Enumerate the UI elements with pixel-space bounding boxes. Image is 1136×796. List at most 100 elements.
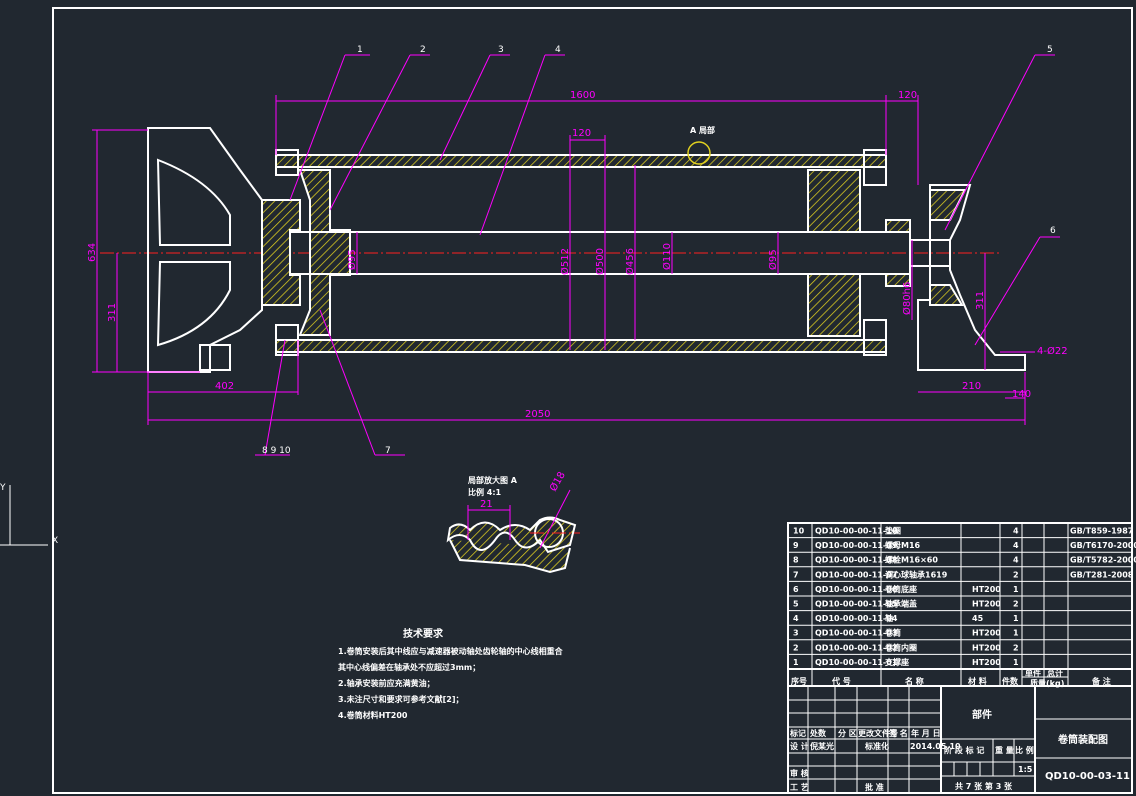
dim-2050: 2050 [525,409,550,420]
ucs-x-label: X [52,536,58,546]
bom-code: QD10-00-00-11-01 [815,658,898,667]
detail-a-marker-circle [687,141,711,165]
h-zone: 分 区 [838,728,857,738]
dim-634: 634 [87,243,98,262]
detail-a-marker-label: A 局部 [690,125,715,135]
bom-material: HT200 [972,629,1001,638]
tech-line-5: 4.卷筒材料HT200 [338,710,408,720]
tech-line-3: 2.轴承安装前应充满黄油； [338,678,435,689]
bom-code: QD10-00-00-11-02 [815,643,897,652]
bom-qty: 2 [1013,643,1019,652]
bom-material: HT200 [972,643,1001,652]
bom-name: 轴 [885,613,893,623]
title-weight-label: 重 量 [995,745,1014,755]
bom-no: 7 [793,570,799,579]
dim-1600: 1600 [570,90,595,101]
dimension-lines [92,54,1060,456]
bom-code: QD10-00-00-11-06 [815,585,898,594]
bom-name: 卷筒 [884,628,901,638]
bom-no: 5 [793,600,799,609]
left-support-part-1 [147,127,263,373]
bom-no: 8 [793,556,799,565]
bom-code: QD10-00-00-11-09 [815,541,898,550]
ucs-y-label: Y [0,483,6,493]
bom-qty: 1 [1013,614,1019,623]
design-date: 2014.05.10 [910,742,961,751]
bom-header-note: 备 注 [1091,676,1111,686]
dim-512: Ø512 [559,248,571,275]
bom-no: 4 [793,614,799,623]
bom-qty: 1 [1013,658,1019,667]
bom-header-total: 总计 [1047,668,1063,678]
part-label-6: 6 [1050,226,1056,236]
right-bearing [885,219,911,287]
approve-label: 批 准 [865,782,884,792]
right-drum-inner-ring [807,169,861,337]
drawing-border [52,7,1133,794]
ucs-icon: Y X [0,483,58,546]
h-sign: 签 名 [888,728,908,738]
review-label: 审 核 [790,768,809,778]
part-label-5: 5 [1047,45,1053,55]
bom-material: 45 [972,614,984,623]
bom-std: GB/T6170-2000 [1070,541,1136,550]
title-stage-label: 阶 段 标 记 [944,745,984,755]
detail-dim-18: Ø18 [547,470,568,494]
bom-header-code: 代 号 [831,676,851,686]
h-doc: 更改文件号 [858,728,898,738]
bom-qty: 1 [1013,629,1019,638]
bom-qty: 1 [1013,585,1019,594]
dim-210: 210 [962,381,981,392]
bom-name: 卷筒内圈 [884,642,917,652]
bom-material: HT200 [972,600,1001,609]
dim-4-22: 4-Ø22 [1037,345,1068,357]
dimension-texts: 1600 120 120 634 311 402 2050 210 140 4-… [87,45,1068,456]
bom-code: QD10-00-00-11-08 [815,556,898,565]
bom-header-material: 材 料 [968,676,987,686]
bom-qty: 2 [1013,570,1019,579]
dim-402: 402 [215,381,234,392]
part-label-2: 2 [420,45,426,55]
designer-name: 倪某光 [810,741,834,751]
bom-qty: 4 [1013,556,1019,565]
dim-95-left: Ø95 [346,249,358,270]
bom-qty: 4 [1013,527,1019,536]
drum-top-wall [275,154,887,168]
design-label: 设 计 [790,741,809,751]
bom-name: 轴承端盖 [885,599,917,609]
part-label-1: 1 [357,45,363,55]
title-part: 部件 [972,708,992,721]
bom-std: GB/T5782-2000 [1070,556,1136,565]
dim-80h6: Ø80h6 [901,282,913,315]
bom-header-single: 单件 [1025,668,1041,678]
detail-view-a: 局部放大图 A 比例 4:1 21 Ø18 [446,470,580,574]
bom-no: 9 [793,541,799,550]
bom-name: 卷筒底座 [884,584,917,594]
part-label-8-9-10: 8 9 10 [262,446,291,456]
bom-name: 螺母M16 [885,540,921,550]
bom-code: QD10-00-00-11-04 [815,614,898,623]
dim-140: 140 [1012,389,1031,400]
bom-header-qty: 件数 [1002,676,1019,686]
h-count: 处数 [809,728,827,738]
right-support-part-6 [917,184,1026,371]
title-drawing-number: QD10-00-03-11 [1045,771,1130,782]
dim-311-right: 311 [975,291,986,310]
bom-code: QD10-00-00-11-07 [815,570,897,579]
title-scale: 1:5 [1018,765,1033,774]
h-mark: 标记 [789,728,806,738]
detail-scale: 比例 4:1 [468,487,502,497]
bom-no: 10 [793,527,805,536]
dim-120-mid: 120 [572,128,591,139]
bom-header-no: 序号 [791,676,807,686]
bom-std: GB/T859-1987 [1070,527,1133,536]
part-label-7: 7 [385,446,391,456]
title-block: 部件 卷筒装配图 QD10-00-03-11 1:5 共 7 张 第 3 张 阶… [787,685,1133,794]
title-drawing-name: 卷筒装配图 [1057,733,1108,746]
part-label-3: 3 [498,45,504,55]
bom-code: QD10-00-00-11-10 [815,527,898,536]
bom-header-weight: 质量(kg) [1030,678,1064,688]
drum-bottom-wall [275,339,887,353]
bom-no: 1 [793,658,799,667]
